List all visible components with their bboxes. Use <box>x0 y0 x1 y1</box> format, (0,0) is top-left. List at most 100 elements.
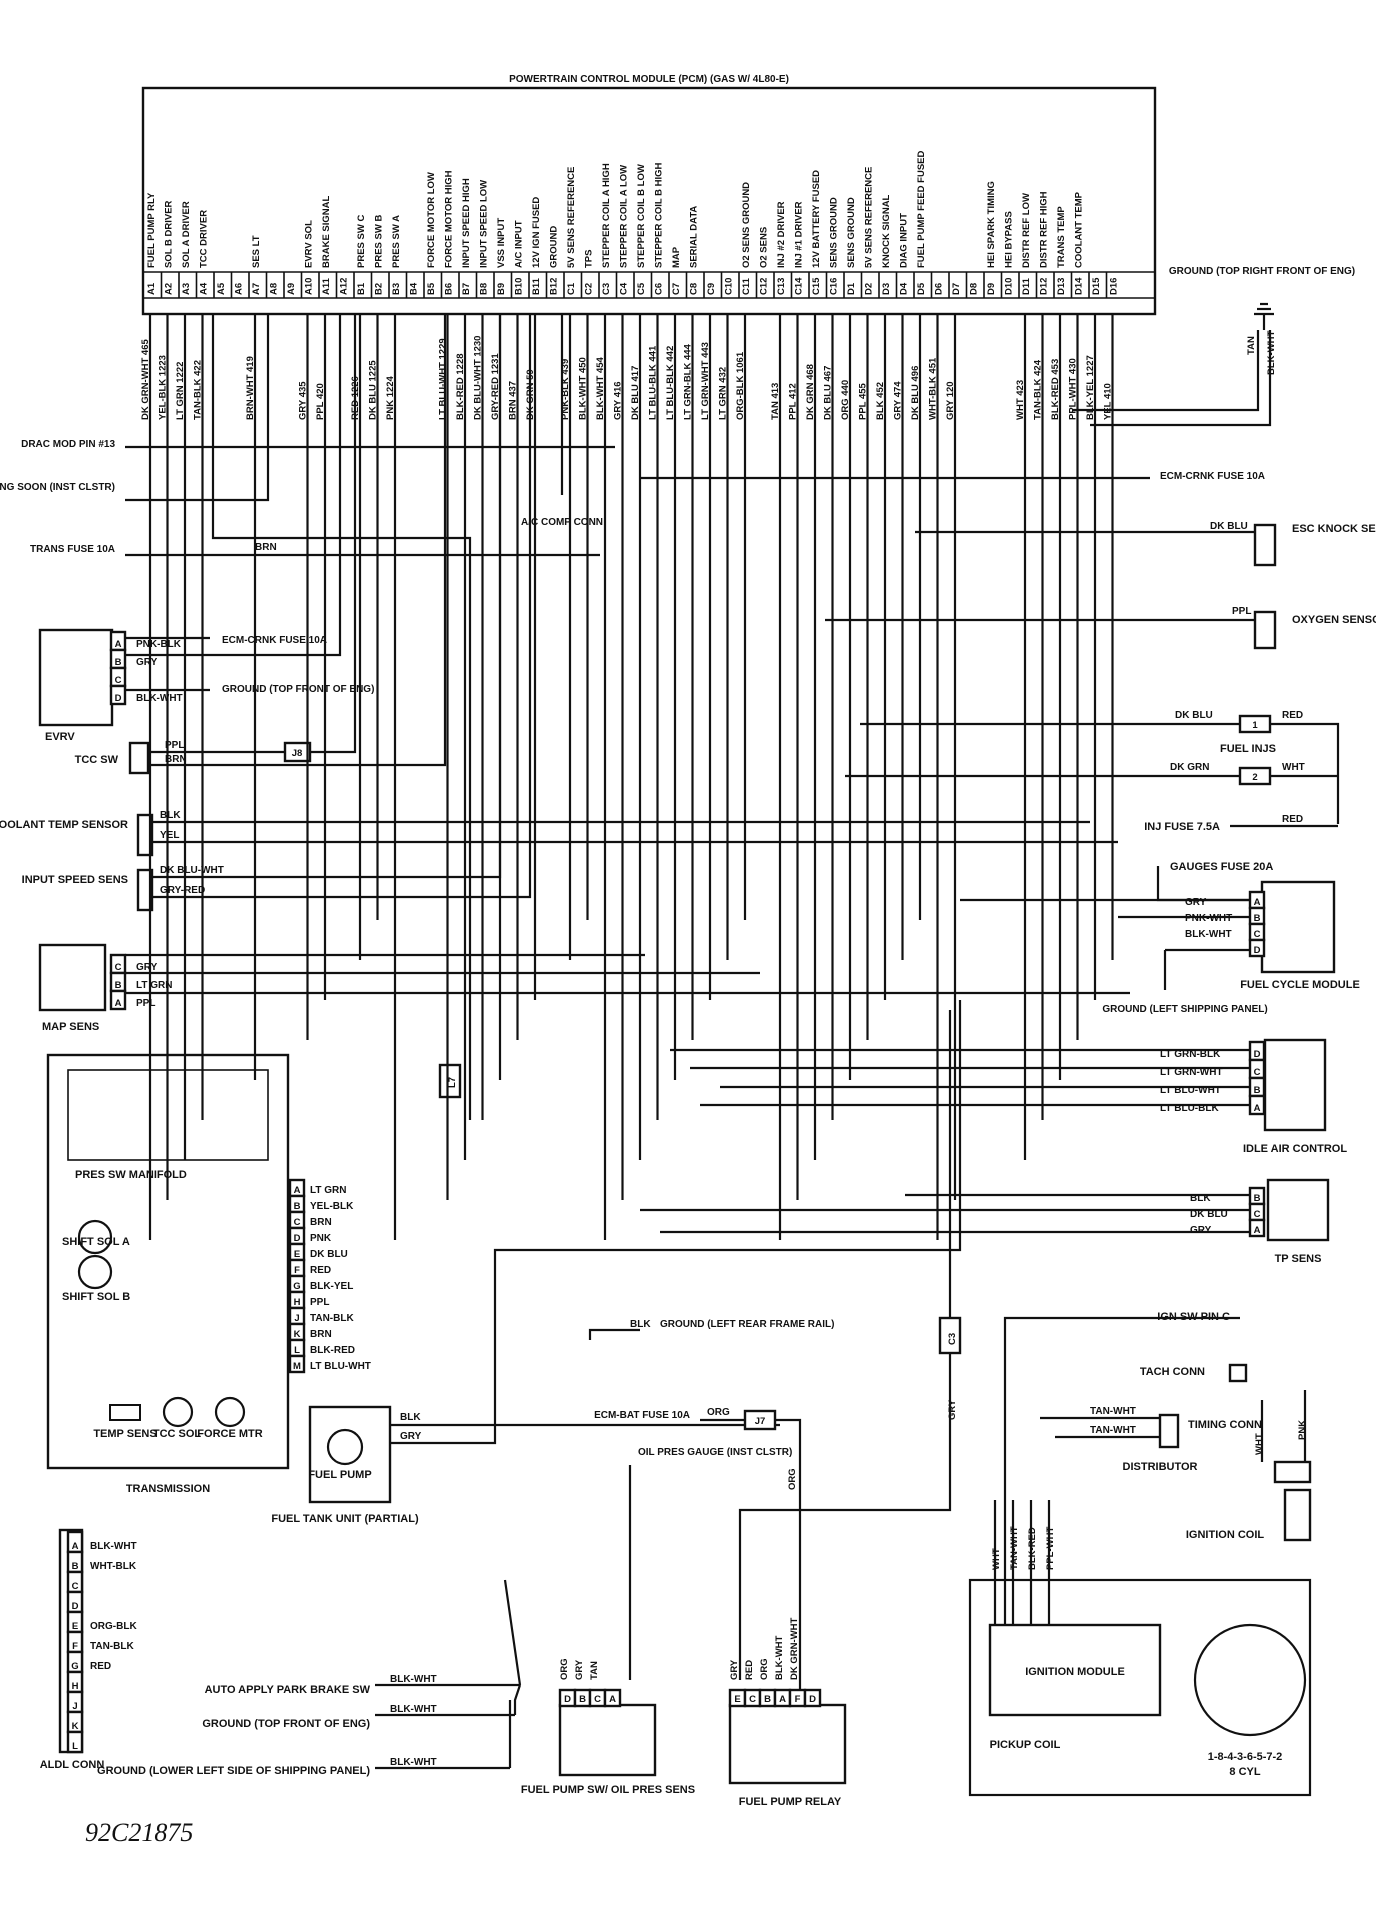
oxy-wire: PPL <box>1232 606 1251 617</box>
evrv-pin-letter: D <box>115 693 122 704</box>
pcm-wire-label: PPL 412 <box>788 383 799 420</box>
pcm-pin-label: A3 <box>181 283 192 295</box>
pcm-function-label: KNOCK SIGNAL <box>881 194 892 268</box>
pcm-pin-label: D8 <box>969 283 980 295</box>
aldl-wire-label: ORG-BLK <box>90 1621 137 1632</box>
timing-wire-label: TAN-WHT <box>1090 1406 1136 1417</box>
trans-wire-label: LT GRN <box>310 1185 346 1196</box>
pcm-function-label: COOLANT TEMP <box>1074 191 1085 268</box>
pcm-function-label: STEPPER COIL A LOW <box>619 165 630 268</box>
brn-label: BRN <box>255 542 277 553</box>
iac-pin-letter: B <box>1254 1085 1261 1096</box>
inj2-num: 2 <box>1252 772 1257 783</box>
evrv-pin-letter: A <box>115 639 122 650</box>
trans-wire-label: TAN-BLK <box>310 1313 354 1324</box>
trans-wire-label: RED <box>310 1265 331 1276</box>
fuel-pump-sw-box <box>558 1703 657 1777</box>
iac-wire-label: LT GRN-BLK <box>1160 1049 1221 1060</box>
evrv-pin <box>109 684 127 706</box>
pcm-wire-label: BLK 452 <box>875 382 886 420</box>
pcm-function-label: SENS GROUND <box>829 197 840 268</box>
fcm-pin <box>1248 938 1266 958</box>
wire-label: GRY-RED <box>160 885 205 896</box>
aldl-bw1: BLK-WHT <box>390 1674 437 1685</box>
iac-pin-letter: D <box>1254 1049 1261 1060</box>
pcm-wire-label: PPL-WHT 430 <box>1068 358 1079 420</box>
j7-box <box>743 1409 777 1431</box>
fuel-cycle-module-label: FUEL CYCLE MODULE <box>1240 979 1360 991</box>
aldl-pin-letter: D <box>72 1601 79 1612</box>
aldl-pin-letter: J <box>72 1701 77 1712</box>
timing-label: TIMING CONN <box>1188 1419 1262 1431</box>
pcm-pin-label: B12 <box>549 278 560 295</box>
l7-label: L7 <box>447 1077 458 1088</box>
pcm-function-label: EVRV SOL <box>304 220 315 268</box>
c3-label: C3 <box>947 1333 958 1345</box>
pcm-function-label: VSS INPUT <box>496 218 507 268</box>
pcm-function-label: O2 SENS GROUND <box>741 182 752 268</box>
pcm-pin-label: C6 <box>654 283 665 295</box>
pcm-pin-label: C16 <box>829 278 840 295</box>
map-pin-letter: B <box>115 980 122 991</box>
pcm-pin-label: B4 <box>409 282 420 295</box>
tp-wire-label: BLK <box>1190 1193 1211 1204</box>
tp-pin-letter: C <box>1254 1209 1261 1220</box>
iac-pin-letter: C <box>1254 1067 1261 1078</box>
oil-gauge-label: OIL PRES GAUGE (INST CLSTR) <box>638 1447 792 1458</box>
relay-pin-letter: D <box>809 1694 816 1705</box>
pump-sw-pin-letter: D <box>564 1694 571 1705</box>
pcm-function-label: TCC DRIVER <box>199 210 210 268</box>
tcc-sol-label: TCC SOL <box>153 1428 202 1440</box>
module-wire-label: BLK-RED <box>1027 1527 1038 1570</box>
trans-wire-label: LT BLU-WHT <box>310 1361 371 1372</box>
fcm-pin-letter: A <box>1254 897 1261 908</box>
pcm-wire-label: LT BLU-BLK 442 <box>665 346 676 420</box>
aldl-pin-letter: B <box>72 1561 79 1572</box>
aldl-pin-letter: H <box>72 1681 79 1692</box>
pnk-rot: PNK <box>1297 1420 1308 1440</box>
coil-body <box>1283 1488 1312 1542</box>
ignition-module-box <box>988 1623 1162 1717</box>
ground-rear-label: GROUND (LEFT REAR FRAME RAIL) <box>660 1319 834 1330</box>
trans-wire-label: DK BLU <box>310 1249 348 1260</box>
j8-label: J8 <box>292 748 303 759</box>
timing-wire-label: TAN-WHT <box>1090 1425 1136 1436</box>
pcm-function-label: 12V IGN FUSED <box>531 197 542 268</box>
fcm-gnd-label: GROUND (LEFT SHIPPING PANEL) <box>1102 1004 1267 1015</box>
trans-pin-letter: A <box>294 1185 301 1196</box>
pcm-function-label: 5V SENS REFERENCE <box>864 167 875 268</box>
tp-wire-label: DK BLU <box>1190 1209 1228 1220</box>
pcm-pin-label: C4 <box>619 282 630 295</box>
pcm-wire-label: BLK-RED 1228 <box>455 353 466 420</box>
pcm-wire-label: DK BLU 467 <box>823 366 834 420</box>
pcm-pin-label: A10 <box>304 278 315 295</box>
pcm-pin-label: D5 <box>916 282 927 295</box>
aldl-pin-letter: G <box>71 1661 78 1672</box>
pcm-pin-label: B10 <box>514 278 525 295</box>
relay-pin-letter: B <box>764 1694 771 1705</box>
pcm-function-label: 12V BATTERY FUSED <box>811 170 822 268</box>
inj-r: RED <box>1282 710 1303 721</box>
pcm-pin-label: A1 <box>146 282 157 295</box>
pcm-pin-label: B1 <box>356 282 367 295</box>
module-wire-label: WHT <box>991 1548 1002 1570</box>
trans-wire-label: YEL-BLK <box>310 1201 354 1212</box>
pcm-function-label: STEPPER COIL B HIGH <box>654 162 665 268</box>
map-sens-name: MAP SENS <box>42 1021 99 1033</box>
pump-sw-wire-label: TAN <box>589 1661 600 1680</box>
pcm-pin-label: D15 <box>1091 277 1102 295</box>
esc-label: ESC KNOCK SENSOR <box>1292 523 1376 535</box>
pcm-pin-label: C1 <box>566 282 577 295</box>
ground-top-right-label: GROUND (TOP RIGHT FRONT OF ENG) <box>1169 266 1355 277</box>
relay-wire-label: BLK-WHT <box>774 1635 785 1680</box>
pcm-function-label: HEI BYPASS <box>1004 211 1015 268</box>
aldl-pin-letter: E <box>72 1621 78 1632</box>
pcm-pin-label: B9 <box>496 283 507 295</box>
fcm-wire-label: PNK-WHT <box>1185 913 1232 924</box>
tp-pin-letter: A <box>1254 1225 1261 1236</box>
evrv-dest2: GROUND (TOP FRONT OF ENG) <box>222 684 374 695</box>
pcm-function-label: STEPPER COIL B LOW <box>636 164 647 268</box>
esc-wire: DK BLU <box>1210 521 1248 532</box>
tach-label: TACH CONN <box>1140 1366 1205 1378</box>
fuel-injs-label: FUEL INJS <box>1220 743 1276 755</box>
